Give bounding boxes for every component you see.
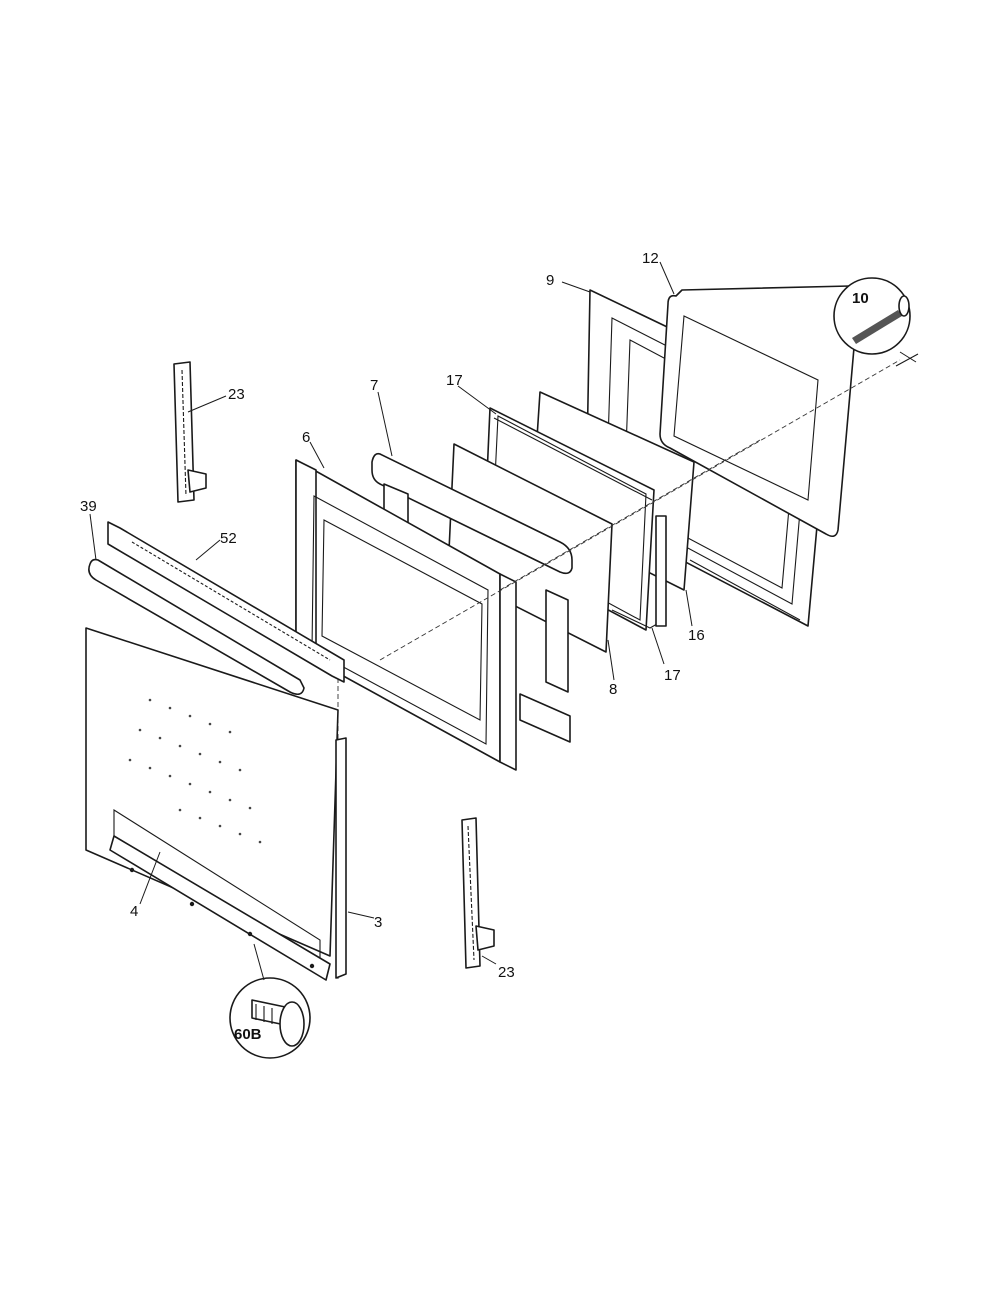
part-23-hinge-bottom [461,817,495,969]
label-16: 16 [688,627,705,644]
label-52: 52 [220,530,237,547]
leader-lines [89,261,693,981]
part-52-vent-trim [107,521,345,683]
label-23-bottom: 23 [498,964,515,981]
label-6: 6 [302,429,310,446]
label-9: 9 [546,272,554,289]
part-10-callout [833,277,919,367]
label-10: 10 [852,290,869,307]
part-17-glass-frame-bottom [611,515,667,629]
part-23-hinge-top [173,361,207,503]
label-23-top: 23 [228,386,245,403]
part-39-handle [88,558,305,696]
part-3-side-trim [335,737,347,979]
label-4: 4 [130,903,138,920]
label-3: 3 [374,914,382,931]
part-4-outer-door [85,627,339,981]
part-60b-callout [229,977,311,1059]
label-17-top: 17 [446,372,463,389]
label-12: 12 [642,250,659,267]
label-7: 7 [370,377,378,394]
label-8: 8 [609,681,617,698]
label-39: 39 [80,498,97,515]
label-60b: 60B [234,1026,262,1043]
part-labels: 9 12 10 23 7 17 6 39 52 16 17 8 4 3 23 6… [80,250,869,1043]
label-17-bottom: 17 [664,667,681,684]
